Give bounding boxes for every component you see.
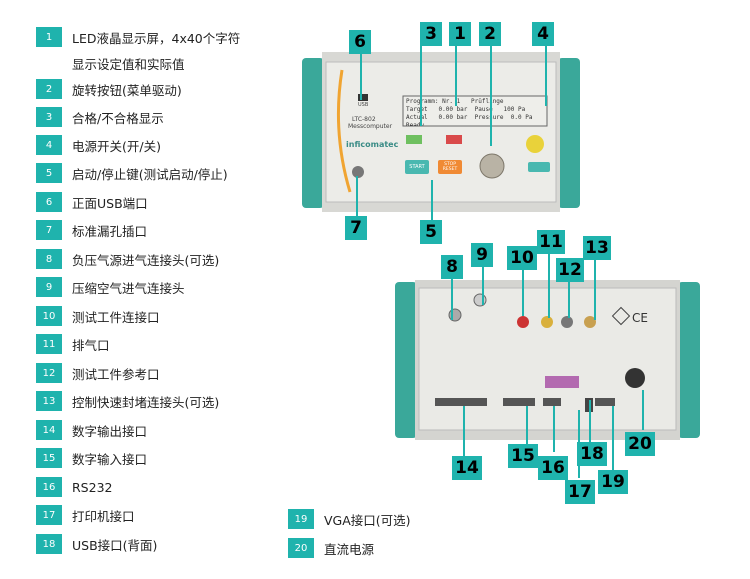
legend-label: 直流电源 [324,541,375,557]
rear-device: CE [395,280,700,440]
legend-label: 标准漏孔插口 [72,223,148,239]
legend-item: 5 启动/停止键(测试启动/停止) [36,162,228,184]
legend-label: USB接口(背面) [72,537,158,553]
front-model: LTC-802 [352,116,376,123]
callout-5: 5 [420,220,442,244]
legend-label: 负压气源进气连接头(可选) [72,252,220,268]
legend-label: 正面USB端口 [72,195,148,211]
callout-2: 2 [479,22,501,46]
callout-9: 9 [471,243,493,267]
legend-label: 控制快速封堵连接头(可选) [72,394,220,410]
rear-device-graphic: CE [395,280,700,440]
legend-item: 4 电源开关(开/关) [36,134,161,156]
legend-item-19: 19 VGA接口(可选) [288,508,411,530]
legend-item: 10 测试工件连接口 [36,305,160,327]
display-line: Programm: Nr. 1 Prüflinge [406,98,504,105]
legend-item: 18 USB接口(背面) [36,533,157,555]
callout-19: 19 [598,470,628,494]
legend-badge: 13 [36,391,62,411]
legend-label: 测试工件连接口 [72,309,160,325]
legend-label: 排气口 [72,337,110,353]
legend-badge: 2 [36,79,62,99]
callout-1: 1 [449,22,471,46]
callout-20: 20 [625,432,655,456]
front-brand-logo: inficomatec [346,140,399,149]
callout-16: 16 [538,456,568,480]
callout-8: 8 [441,255,463,279]
legend-item: 15 数字输入接口 [36,447,147,469]
legend-badge: 18 [36,534,62,554]
display-line: Target 0.00 bar Pause 100 Pa [406,106,526,113]
legend-badge: 11 [36,334,62,354]
legend-item: 1 LED液晶显示屏，4x40个字符 [36,26,240,48]
callout-13: 13 [583,236,611,260]
svg-text:CE: CE [632,311,648,325]
callout-17: 17 [565,480,595,504]
legend-label: 显示设定值和实际值 [72,56,185,72]
callout-10: 10 [507,246,537,270]
legend-badge: 14 [36,420,62,440]
callout-4: 4 [532,22,554,46]
legend-item: 9 压缩空气进气连接头 [36,276,185,298]
legend-badge: 17 [36,505,62,525]
legend-badge: 5 [36,163,62,183]
legend-item-20: 20 直流电源 [288,537,374,559]
legend-badge: 1 [36,27,62,47]
legend-item: 显示设定值和实际值 [36,52,185,74]
legend-badge: 3 [36,107,62,127]
legend-label: 电源开关(开/关) [72,138,161,154]
front-usb-label: USB [358,102,369,108]
legend-label: 数字输出接口 [72,423,148,439]
legend-label: 旋转按钮(菜单驱动) [72,82,182,98]
legend-label: RS232 [72,479,113,495]
front-device-graphic [302,52,580,212]
legend-item: 13 控制快速封堵连接头(可选) [36,390,219,412]
legend-item: 11 排气口 [36,333,110,355]
callout-18: 18 [577,442,607,466]
legend-badge: 4 [36,135,62,155]
legend-label: 合格/不合格显示 [72,110,164,126]
legend-badge: 19 [288,509,314,529]
legend-item: 2 旋转按钮(菜单驱动) [36,78,182,100]
legend-label: LED液晶显示屏，4x40个字符 [72,30,241,46]
callout-7: 7 [345,216,367,240]
callout-6: 6 [349,30,371,54]
legend-label: VGA接口(可选) [324,512,411,528]
legend-item: 12 测试工件参考口 [36,362,160,384]
legend-label: 打印机接口 [72,508,135,524]
start-button[interactable]: START [409,164,425,170]
legend-item: 3 合格/不合格显示 [36,106,164,128]
legend-label: 数字输入接口 [72,451,148,467]
legend-badge: 12 [36,363,62,383]
legend-badge: 6 [36,192,62,212]
legend-item: 8 负压气源进气连接头(可选) [36,248,219,270]
legend-badge: 10 [36,306,62,326]
legend-label: 测试工件参考口 [72,366,160,382]
legend-badge: 20 [288,538,314,558]
legend-item: 17 打印机接口 [36,504,135,526]
legend-badge: 8 [36,249,62,269]
legend-badge: 16 [36,477,62,497]
display-line: Ready [406,122,425,126]
legend-badge: 7 [36,220,62,240]
callout-15: 15 [508,444,538,468]
front-subtitle: Messcomputer [348,123,393,130]
callout-14: 14 [452,456,482,480]
display-line: Actual 0.00 bar Pressure 0.0 Pa [406,114,533,121]
legend-item: 6 正面USB端口 [36,191,148,213]
legend-badge: 15 [36,448,62,468]
callout-3: 3 [420,22,442,46]
legend-label: 压缩空气进气连接头 [72,280,185,296]
legend-item: 7 标准漏孔插口 [36,219,147,241]
callout-11: 11 [537,230,565,254]
stop-button[interactable]: STOP RESET [442,162,458,172]
callout-12: 12 [556,258,584,282]
legend-item: 14 数字输出接口 [36,419,147,441]
legend-badge: 9 [36,277,62,297]
legend-item: 16 RS232 [36,476,112,498]
legend-label: 启动/停止键(测试启动/停止) [72,166,228,182]
